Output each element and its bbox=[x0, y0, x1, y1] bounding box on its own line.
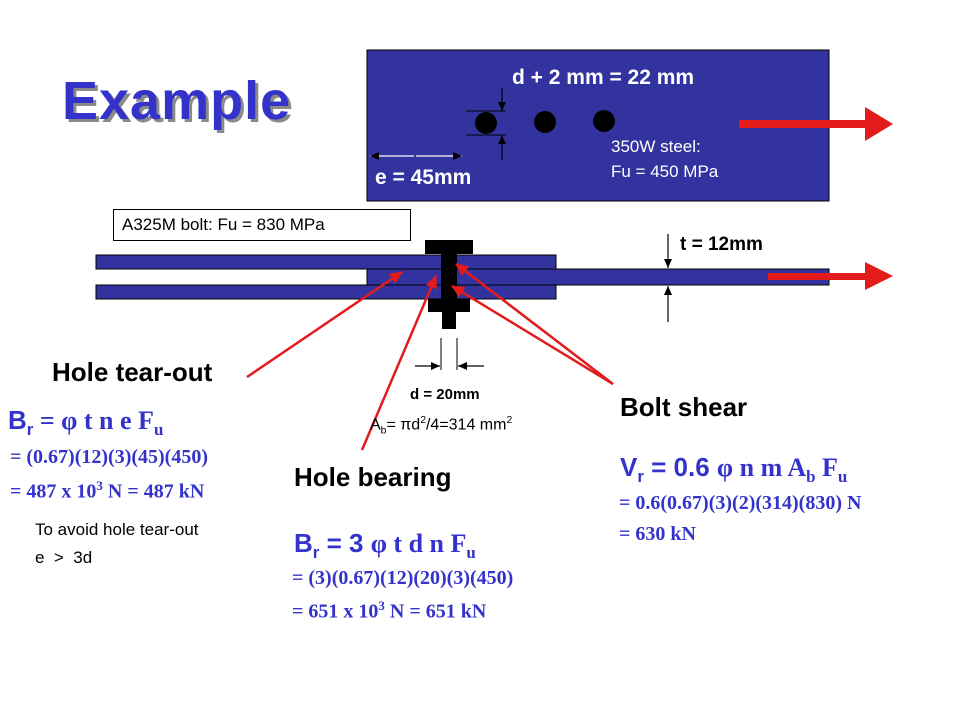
edge-distance-label: e = 45mm bbox=[375, 166, 472, 189]
shear-formula-rhs2: F bbox=[815, 453, 838, 482]
tear-out-formula: Br = φ t n e Fu bbox=[8, 405, 163, 440]
shear-formula-eq: = 0.6 bbox=[643, 452, 717, 482]
tension-arrow-head-2 bbox=[865, 262, 893, 290]
tear-out-formula-sub: r bbox=[26, 420, 34, 440]
tear-out-calc-2a: = 487 x 10 bbox=[10, 480, 97, 503]
bearing-calc-2: = 651 x 103 N = 651 kN bbox=[292, 598, 486, 624]
bearing-calc-2a: = 651 x 10 bbox=[292, 600, 379, 623]
outer-plate-top bbox=[95, 254, 557, 270]
shear-calc-1: = 0.6(0.67)(3)(2)(314)(830) N bbox=[619, 492, 862, 514]
bolt-area-rhs: /4=314 mm bbox=[425, 416, 507, 434]
tear-out-heading: Hole tear-out bbox=[52, 357, 213, 387]
tear-out-calc-1: = (0.67)(12)(3)(45)(450) bbox=[10, 446, 208, 468]
tension-arrow-shaft bbox=[739, 120, 867, 128]
shear-calc-2: = 630 kN bbox=[619, 523, 696, 545]
bolt-nut bbox=[428, 299, 470, 312]
bolt-area-sup: 2 bbox=[420, 415, 426, 426]
bearing-calc-2sup: 3 bbox=[378, 598, 385, 613]
bolt-shank bbox=[441, 254, 457, 312]
bolt-hole bbox=[534, 111, 556, 133]
bearing-formula: Br = 3 φ t d n Fu bbox=[294, 528, 476, 563]
tear-out-calc-2b: N = 487 kN bbox=[102, 480, 205, 503]
tear-out-calc-2sup: 3 bbox=[96, 478, 103, 493]
leader-bolt-shear-2 bbox=[451, 284, 614, 386]
tear-out-formula-rhs: = φ t n e F bbox=[33, 406, 154, 435]
leader-hole-bearing bbox=[360, 275, 438, 451]
bolt-hole bbox=[593, 110, 615, 132]
bolt-area-lhs: A bbox=[370, 416, 381, 434]
bolt-area-sub: b bbox=[380, 425, 387, 437]
leader-hole-tear-out bbox=[246, 270, 403, 379]
leader-bolt-shear-1 bbox=[455, 263, 614, 385]
bearing-formula-lhs: B bbox=[294, 528, 313, 558]
bolt-area-mid: = πd bbox=[386, 416, 421, 434]
tear-out-formula-lhs: B bbox=[8, 405, 27, 435]
bolt-hole bbox=[475, 112, 497, 134]
shear-formula: Vr = 0.6 φ n m Ab Fu bbox=[620, 452, 847, 487]
bearing-calc-2b: N = 651 kN bbox=[384, 600, 487, 623]
shear-formula-sub2: b bbox=[806, 467, 816, 487]
tear-out-note-1: To avoid hole tear-out bbox=[35, 520, 199, 539]
bearing-formula-sub: r bbox=[312, 543, 320, 563]
bearing-formula-eq: = 3 bbox=[319, 528, 371, 558]
bolt-area-label: Ab= πd2/4=314 mm2 bbox=[370, 415, 512, 437]
hole-dimension-label: d + 2 mm = 22 mm bbox=[512, 66, 695, 89]
bearing-formula-sub2: u bbox=[466, 543, 476, 563]
shear-formula-sub3: u bbox=[837, 467, 848, 487]
bolt-spec-label: A325M bolt: Fu = 830 MPa bbox=[113, 209, 411, 241]
shear-formula-rhs: φ n m A bbox=[716, 453, 807, 482]
tension-arrow-shaft-2 bbox=[768, 273, 867, 280]
bearing-heading: Hole bearing bbox=[294, 462, 452, 492]
page-title: Example bbox=[62, 71, 292, 131]
steel-grade-label: 350W steel: bbox=[611, 137, 701, 156]
thickness-label: t = 12mm bbox=[680, 234, 763, 255]
steel-fu-label: Fu = 450 MPa bbox=[611, 162, 719, 181]
tear-out-formula-sub2: u bbox=[153, 420, 164, 440]
bolt-head bbox=[425, 240, 473, 254]
tension-arrow-head bbox=[865, 107, 893, 141]
shear-formula-sub: r bbox=[637, 467, 644, 487]
shear-formula-lhs: V bbox=[620, 452, 638, 482]
bearing-formula-rhs: φ t d n F bbox=[370, 529, 467, 558]
bolt-area-unit-sup: 2 bbox=[506, 415, 513, 426]
tear-out-calc-2: = 487 x 103 N = 487 kN bbox=[10, 478, 204, 504]
bolt-diameter-label: d = 20mm bbox=[410, 386, 480, 403]
shear-heading: Bolt shear bbox=[620, 392, 748, 422]
bearing-calc-1: = (3)(0.67)(12)(20)(3)(450) bbox=[292, 567, 514, 589]
tear-out-note-2: e > 3d bbox=[35, 548, 93, 567]
bolt-end bbox=[442, 312, 456, 329]
